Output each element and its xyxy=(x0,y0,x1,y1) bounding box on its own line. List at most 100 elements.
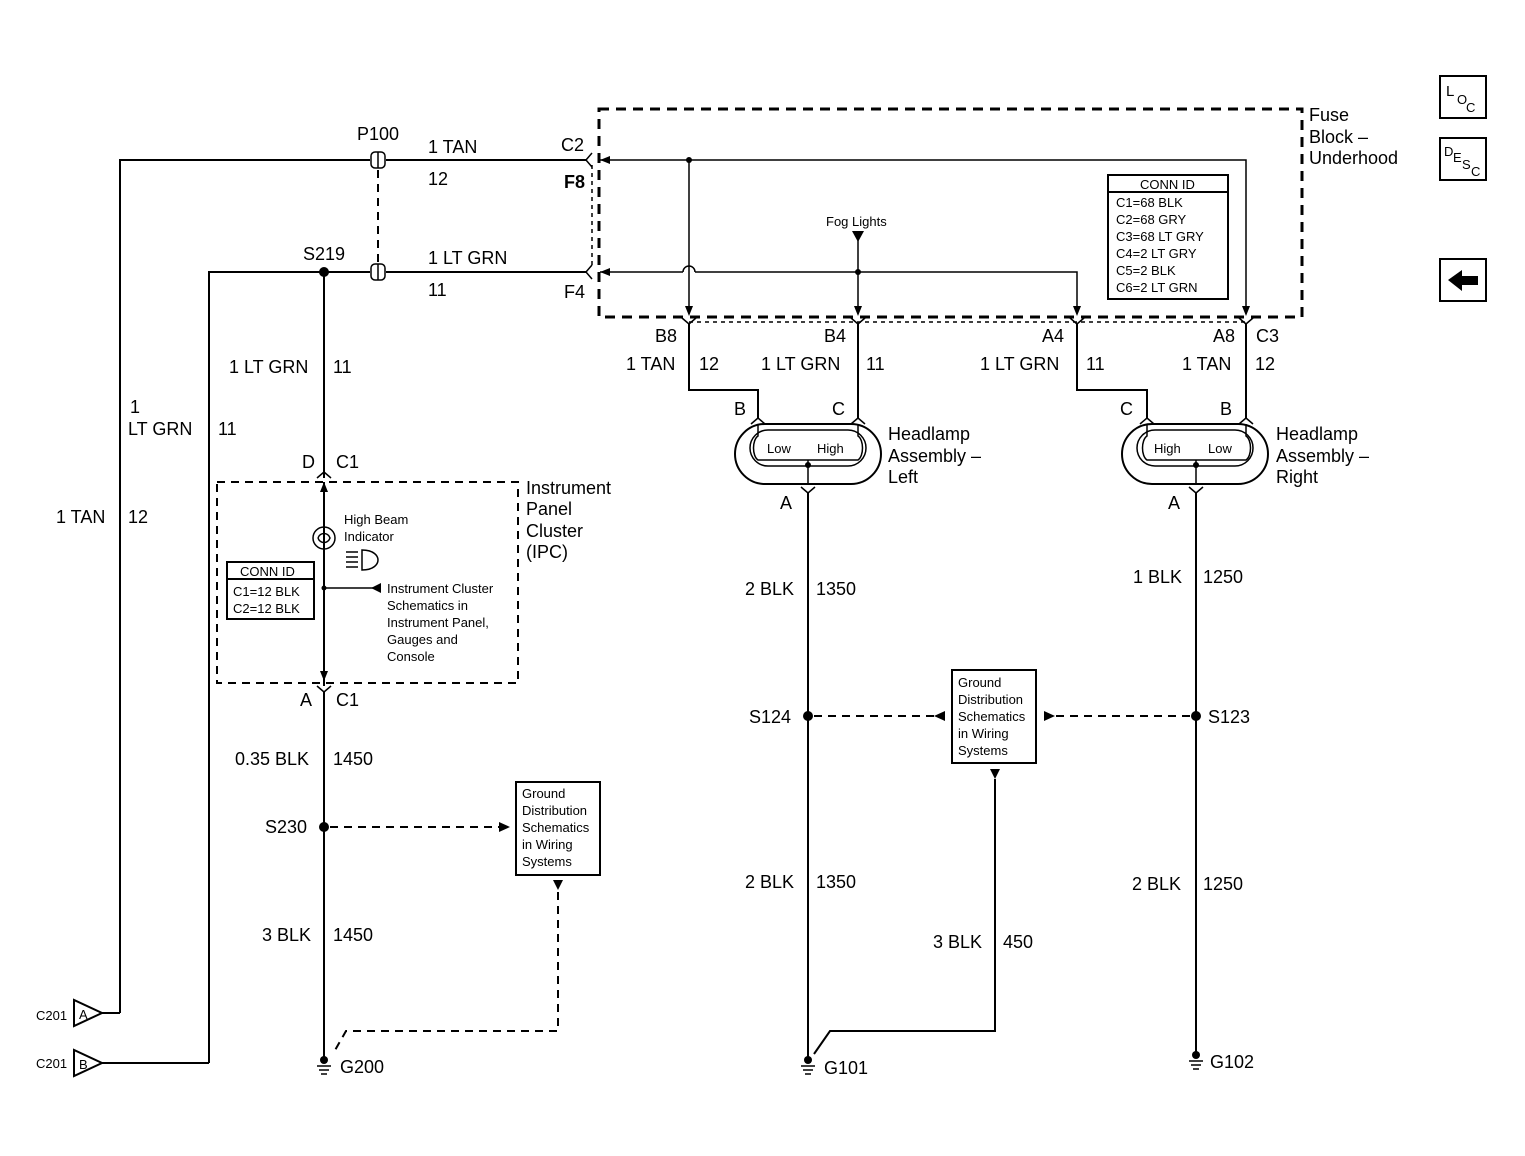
g101-label: G101 xyxy=(824,1058,868,1078)
fuse-block-underhood: Fuse Block – Underhood Fog Lights CONN I… xyxy=(561,105,1398,346)
c201-b-label: C201 xyxy=(36,1056,67,1071)
wire-label: 3 BLK xyxy=(933,932,982,952)
ground-ref-text: Schematics xyxy=(958,709,1026,724)
wire-circuit-number: 1350 xyxy=(816,579,856,599)
s124-label: S124 xyxy=(749,707,791,727)
wire-label: 2 BLK xyxy=(745,579,794,599)
wire-circuit-number: 1450 xyxy=(333,749,373,769)
ground-ref-text: Ground xyxy=(958,675,1001,690)
high-beam-indicator-label: High Beam xyxy=(344,512,408,527)
wire-circuit-number: 11 xyxy=(866,354,885,374)
low-beam-label: Low xyxy=(1208,441,1232,456)
wire-label: 1 TAN xyxy=(626,354,675,374)
reference-arrow-icon xyxy=(371,583,381,593)
wire-circuit-number: 12 xyxy=(428,169,448,189)
back-button[interactable] xyxy=(1439,258,1487,302)
ipc-conn-id-row: C2=12 BLK xyxy=(233,601,300,616)
pin-b: B xyxy=(734,399,746,419)
pin-f8: F8 xyxy=(564,172,585,192)
fuse-conn-id-row: C4=2 LT GRY xyxy=(1116,246,1197,261)
low-beam-label: Low xyxy=(767,441,791,456)
wire-label: 3 BLK xyxy=(262,925,311,945)
pin-c: C xyxy=(1120,399,1133,419)
arrow-left-icon xyxy=(1448,270,1478,291)
pin-c: C xyxy=(832,399,845,419)
wire-label: 1 TAN xyxy=(56,507,105,527)
c201-a-connector[interactable]: A C201 xyxy=(36,998,120,1028)
fuse-conn-id-row: C5=2 BLK xyxy=(1116,263,1176,278)
ground-distribution-ref-box[interactable]: Ground Distribution Schematics in Wiring… xyxy=(951,669,1037,764)
ground-icon xyxy=(1189,1051,1203,1070)
g200-label: G200 xyxy=(340,1057,384,1077)
headlamp-assembly-left: B C Low High Headlamp Assembly – Left A … xyxy=(734,399,981,1078)
loc-button[interactable]: L O C xyxy=(1439,75,1487,119)
high-beam-label: High xyxy=(1154,441,1181,456)
fuse-block-title-1: Fuse xyxy=(1309,105,1349,125)
pin-a4: A4 xyxy=(1042,326,1064,346)
ground-ref-text: in Wiring xyxy=(958,726,1009,741)
wire-circuit-number: 1350 xyxy=(816,872,856,892)
ipc-title-1: Instrument xyxy=(526,478,611,498)
pin-c3: C3 xyxy=(1256,326,1279,346)
wire-circuit-number: 11 xyxy=(333,357,352,377)
ground-ref-text: in Wiring xyxy=(522,837,573,852)
ground-ref-text: Ground xyxy=(522,786,565,801)
headlamp-right-title: Assembly – xyxy=(1276,446,1369,466)
wire-label: 2 BLK xyxy=(745,872,794,892)
pin-b8: B8 xyxy=(655,326,677,346)
desc-d: D xyxy=(1444,144,1453,159)
wire-circuit-number: 12 xyxy=(128,507,148,527)
fuse-conn-id-title: CONN ID xyxy=(1140,177,1195,192)
loc-c: C xyxy=(1466,100,1475,115)
s219-label: S219 xyxy=(303,244,345,264)
pin-a: A xyxy=(1168,493,1180,513)
wire-label: 1 LT GRN xyxy=(761,354,840,374)
headlamp-right-title: Right xyxy=(1276,467,1318,487)
wire-label: LT GRN xyxy=(128,419,192,439)
pin-c1: C1 xyxy=(336,690,359,710)
ground-ref-text: Distribution xyxy=(958,692,1023,707)
headlamp-left-title: Left xyxy=(888,467,918,487)
wire-label: 1 LT GRN xyxy=(229,357,308,377)
wire-circuit-number: 11 xyxy=(218,419,237,439)
wire-circuit-number: 450 xyxy=(1003,932,1033,952)
wire-circuit-number: 12 xyxy=(1255,354,1275,374)
wire-circuit-number: 1250 xyxy=(1203,874,1243,894)
ground-ref-text: Distribution xyxy=(522,803,587,818)
wire-label: 1 TAN xyxy=(1182,354,1231,374)
fuse-conn-id-row: C3=68 LT GRY xyxy=(1116,229,1204,244)
high-beam-indicator-bulb-icon xyxy=(312,526,336,550)
wire-label: 1 LT GRN xyxy=(428,248,507,268)
desc-button[interactable]: D E S C xyxy=(1439,137,1487,181)
pin-b4: B4 xyxy=(824,326,846,346)
ipc-ref-text: Console xyxy=(387,649,435,664)
ground-distribution-ref-box[interactable]: Ground Distribution Schematics in Wiring… xyxy=(515,781,601,876)
wire-circuit-number: 11 xyxy=(1086,354,1105,374)
headlamp-assembly-right: C B High Low Headlamp Assembly – Right A… xyxy=(1120,399,1369,1072)
ipc-ref-text: Instrument Cluster xyxy=(387,581,494,596)
pin-c1: C1 xyxy=(336,452,359,472)
desc-e: E xyxy=(1453,150,1462,165)
g102-label: G102 xyxy=(1210,1052,1254,1072)
desc-s: S xyxy=(1462,157,1471,172)
ipc-title-2: Panel xyxy=(526,499,572,519)
ipc-ground-circuit: 0.35 BLK 1450 S230 3 BLK 1450 Ground Dis… xyxy=(235,692,601,1077)
wire-label: 1 LT GRN xyxy=(980,354,1059,374)
fuse-conn-id-row: C1=68 BLK xyxy=(1116,195,1183,210)
instrument-panel-cluster: D C1 Instrument Panel Cluster (IPC) High… xyxy=(216,452,611,710)
s123-label: S123 xyxy=(1208,707,1250,727)
headlamp-left-title: Headlamp xyxy=(888,424,970,444)
ipc-title-3: Cluster xyxy=(526,521,583,541)
ground-icon xyxy=(801,1056,815,1075)
headlamp-feed-wires: 1 TAN 12 1 LT GRN 11 1 LT GRN 11 1 TAN 1… xyxy=(626,324,1275,418)
c201-a-label: C201 xyxy=(36,1008,67,1023)
c201-b-connector[interactable]: B C201 xyxy=(36,1048,209,1078)
wire-label: 2 BLK xyxy=(1132,874,1181,894)
ipc-conn-id-row: C1=12 BLK xyxy=(233,584,300,599)
fuse-conn-id-table: CONN ID C1=68 BLK C2=68 GRY C3=68 LT GRY… xyxy=(1107,174,1229,300)
wire-label: 1 BLK xyxy=(1133,567,1182,587)
desc-c: C xyxy=(1471,164,1480,179)
c201-b-pin: B xyxy=(79,1057,88,1072)
loc-o: O xyxy=(1457,92,1467,107)
